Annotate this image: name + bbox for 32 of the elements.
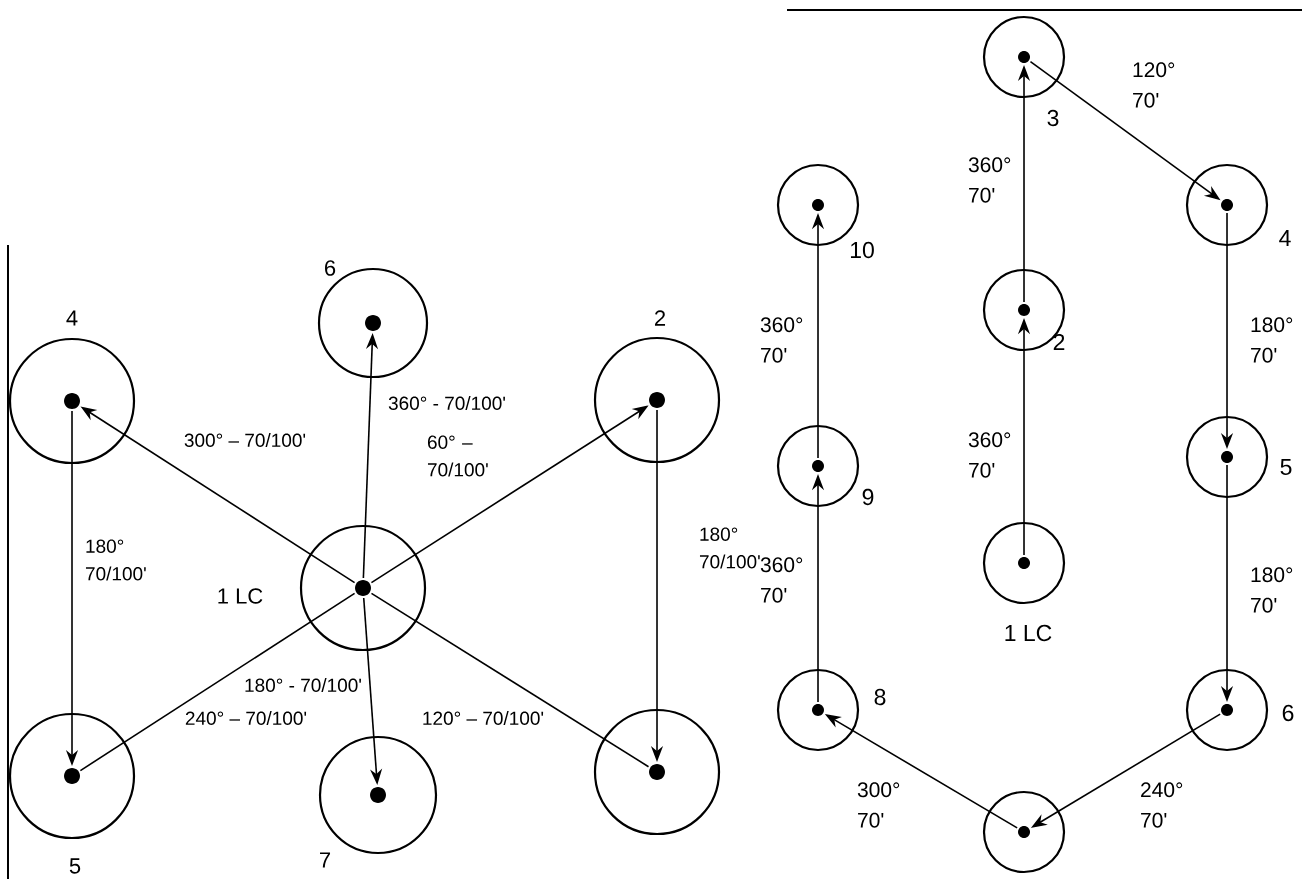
- node-label: 8: [874, 688, 886, 706]
- edge-label: 180° 70': [1251, 317, 1293, 363]
- edge-label: 180° 70': [1251, 567, 1293, 613]
- node-label: 2: [654, 310, 666, 326]
- edge-label: 180° 70/100': [85, 539, 146, 581]
- edge-label: 60° – 70/100': [428, 435, 488, 477]
- edge-label: 180° 70/100': [700, 527, 760, 569]
- node-label: 4: [66, 310, 78, 326]
- node-label: 1 LC: [1005, 624, 1052, 642]
- edge-label: 300° 70': [857, 782, 900, 828]
- station-circle: [982, 790, 1066, 874]
- edge-label: 120° – 70/100': [423, 711, 544, 725]
- node-label: 1 LC: [218, 588, 263, 604]
- edge-label: 240° – 70/100': [185, 711, 307, 725]
- node-label: 4: [1279, 230, 1291, 246]
- node-label: 10: [850, 241, 874, 259]
- node-label: 3: [1047, 109, 1059, 127]
- edge-label: 180° - 70/100': [245, 678, 361, 692]
- node-label: 7: [320, 852, 331, 868]
- edge-label: 360° 70': [760, 317, 803, 363]
- node-label: 6: [1282, 704, 1294, 722]
- edge-label: 120° 70': [1133, 62, 1175, 108]
- node-label: 5: [69, 858, 81, 874]
- node-label: 5: [1280, 459, 1292, 476]
- edge-label: 360° 70': [968, 432, 1011, 478]
- edge-label: 360° - 70/100': [388, 396, 505, 410]
- edge-label: 300° – 70/100': [184, 433, 306, 447]
- edge-label: 240° 70': [1141, 782, 1183, 828]
- edge-label: 360° 70': [968, 157, 1011, 203]
- station-circle: [593, 708, 721, 836]
- node-label: 9: [862, 488, 874, 506]
- edge-label: 360° 70': [760, 557, 803, 603]
